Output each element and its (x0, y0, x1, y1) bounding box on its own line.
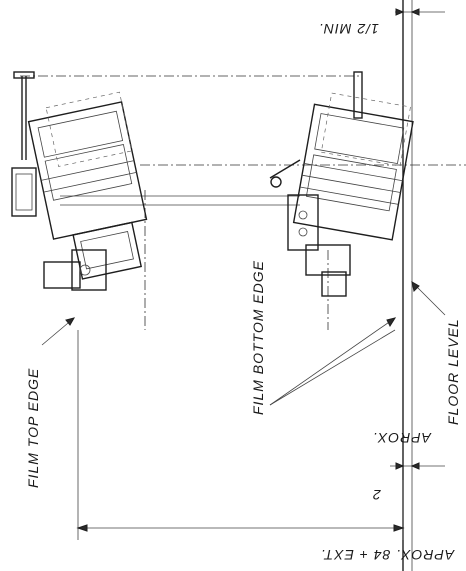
floor-level-leader (411, 281, 446, 316)
two-label: 2 (372, 487, 382, 503)
film-bottom-edge-label: FILM BOTTOM EDGE (250, 260, 266, 415)
aprox-label: APROX. (372, 430, 432, 446)
floor-level-label: FLOOR LEVEL (445, 318, 461, 425)
film-bottom-edge-leader (269, 317, 397, 406)
bottom-aprox-dimension (390, 462, 445, 470)
film-top-edge-leader (41, 317, 76, 346)
min-clearance-label: 1/2 MIN. (318, 21, 379, 37)
left-roller-assembly (11, 71, 148, 291)
top-min-dimension (395, 8, 445, 16)
film-top-edge-label: FILM TOP EDGE (25, 368, 41, 488)
right-roller-assembly (269, 71, 414, 297)
overall-length-label: APROX. 84 + EXT. (320, 547, 455, 563)
overall-length-dimension (76, 330, 405, 540)
